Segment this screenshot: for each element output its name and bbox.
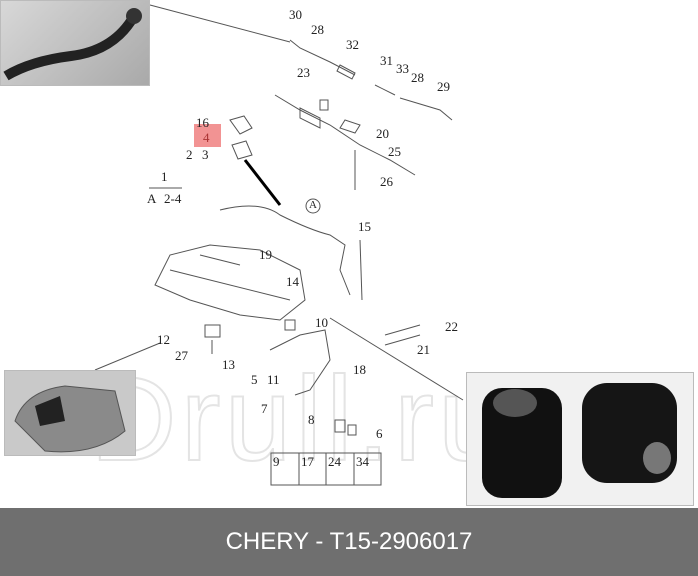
leader-line [149,4,291,43]
leader-line [329,317,464,401]
part-label: 24 [328,454,341,469]
part-label: 15 [358,219,371,234]
part-label: 33 [396,61,409,76]
part-label: 7 [261,401,268,416]
part-label: 17 [301,454,314,469]
part-label: 28 [411,70,424,85]
part-label: 29 [437,79,450,94]
part-label: 31 [380,53,393,68]
part-label: 9 [273,454,280,469]
part-label: 16 [196,115,209,130]
part-label: 8 [308,412,315,427]
boot [336,64,356,80]
part-label: 21 [417,342,430,357]
bushing [229,115,253,160]
part-label: 30 [289,7,302,22]
view-label: A [309,199,317,211]
part-label-highlighted: 4 [203,130,210,145]
tie-rod-end-photo [0,0,150,86]
part-label: 1 [161,169,168,184]
subframe [154,244,306,321]
highlighted-part-box [194,124,221,147]
part-label: 3 [202,147,209,162]
part-label: 19 [259,247,272,262]
part-label: A [147,191,157,206]
leader-line [94,342,161,371]
part-label: 23 [297,65,310,80]
tie-rod-outline [289,39,356,76]
parts-diagram: Drull.ru [0,0,694,506]
part-label: 10 [315,315,328,330]
part-label: 14 [286,274,299,289]
caption-bar: CHERY - T15-2906017 [0,508,698,576]
part-label: 32 [346,37,359,52]
part-label: 22 [445,319,458,334]
part-label: 11 [267,372,280,387]
part-caption: CHERY - T15-2906017 [225,528,473,555]
part-label: 2 [186,147,193,162]
watermark: Drull.ru [89,351,509,487]
part-label: 18 [353,362,366,377]
part-label: 26 [380,174,393,189]
part-label: 12 [157,332,170,347]
bushing-photo [466,372,694,506]
part-label: 25 [388,144,401,159]
diagram-drawing [94,4,464,486]
part-label: 20 [376,126,389,141]
part-label: 2-4 [164,191,182,206]
steering-rack [274,94,416,176]
part-label: 5 [251,372,258,387]
part-label: 27 [175,348,188,363]
stabilizer-bar [219,205,351,296]
engine-mount-photo [4,370,136,456]
part-label: 28 [311,22,324,37]
part-label: 34 [356,454,369,469]
lower-control-arm [269,329,331,396]
part-label: 13 [222,357,235,372]
part-label: 6 [376,426,383,441]
